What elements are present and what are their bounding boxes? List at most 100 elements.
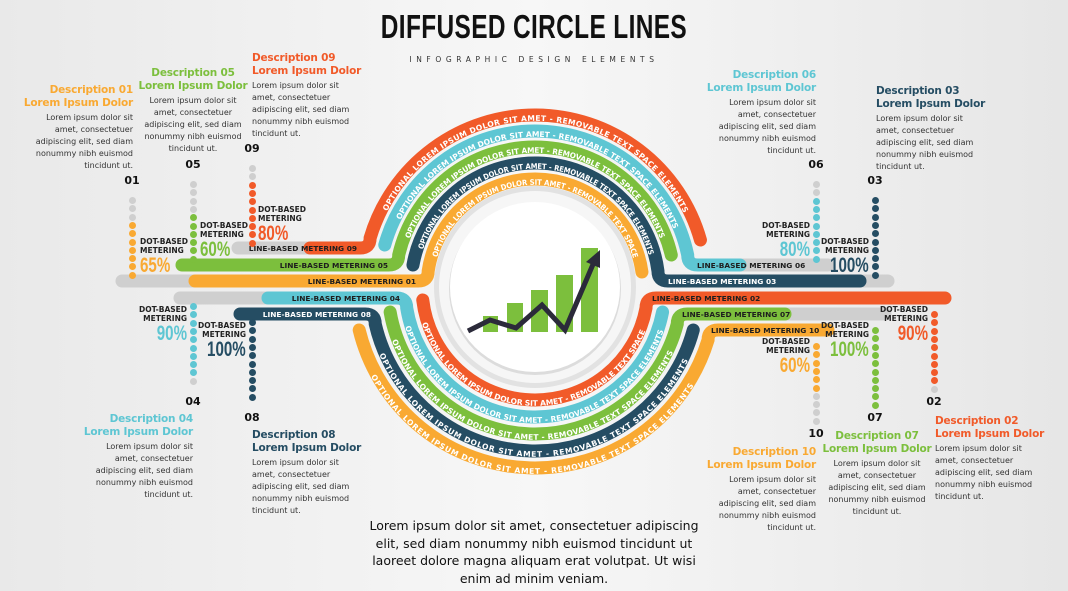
- description-body-line: tincidunt ut.: [84, 161, 133, 170]
- meter-dot: [812, 222, 820, 230]
- meter-dot: [248, 231, 256, 239]
- meter-dot: [812, 255, 820, 263]
- meter-label-line2: METERING: [766, 346, 810, 355]
- description-body-line: adipiscing elit, sed diam: [35, 137, 133, 146]
- meter-dot: [871, 385, 879, 393]
- meter-dot: [189, 181, 197, 188]
- meter-percent-wrap: 65%: [140, 255, 188, 277]
- description-subtitle: Lorem Ipsum Dolor: [83, 426, 193, 438]
- line-meter-label-07: LINE-BASED METERING 07: [682, 310, 790, 319]
- meter-dot: [189, 189, 197, 197]
- description-body-line: Lorem ipsum dolor sit: [729, 98, 816, 107]
- description-body-line: adipiscing elit, sed diam: [876, 138, 974, 147]
- meter-dot: [871, 376, 879, 384]
- description-subtitle: Lorem Ipsum Dolor: [935, 428, 1045, 440]
- meter-dot: [248, 360, 256, 368]
- meter-dot: [248, 377, 256, 385]
- meter-dot: [871, 230, 879, 238]
- description-title: Description 05: [151, 67, 235, 79]
- description-body-line: tincidunt ut.: [935, 492, 984, 501]
- meter-label-line2: METERING: [200, 230, 244, 239]
- meter-dot: [812, 417, 820, 425]
- description-body-line: amet, consectetuer: [737, 487, 816, 496]
- description-body-line: amet, consectetuer: [114, 454, 193, 463]
- meter-dot: [248, 206, 256, 214]
- description-subtitle: Lorem Ipsum Dolor: [706, 459, 816, 471]
- meter-dot: [189, 197, 197, 205]
- description-title: Description 04: [109, 413, 194, 425]
- description-subtitle: Lorem Ipsum Dolor: [252, 442, 362, 454]
- description-body-line: adipiscing elit, sed diam: [252, 482, 350, 491]
- description-body-line: tincidunt ut.: [767, 146, 816, 155]
- description-body-line: tincidunt ut.: [876, 162, 925, 171]
- meter-dot: [930, 369, 938, 377]
- meter-dot: [930, 360, 938, 368]
- meter-dot: [189, 369, 197, 377]
- meter-label-line2: METERING: [140, 246, 184, 255]
- meter-number: 05: [185, 158, 201, 171]
- description-body-line: nonummy nibh euismod: [718, 134, 816, 143]
- description-title: Description 09: [252, 52, 336, 64]
- meter-percent-wrap: 90%: [139, 323, 187, 345]
- meter-dot: [128, 205, 136, 213]
- meter-dot: [248, 189, 256, 197]
- meter-dot: [248, 173, 256, 181]
- description-body-line: nonummy nibh euismod: [252, 494, 350, 503]
- meter-label-line2: METERING: [202, 330, 246, 339]
- meter-percent: 60%: [779, 354, 810, 377]
- description-body-line: nonummy nibh euismod: [144, 132, 242, 141]
- description-body-line: amet, consectetuer: [876, 126, 955, 135]
- meter-dot: [871, 343, 879, 351]
- meter-dot: [930, 319, 938, 327]
- description-title: Description 01: [49, 84, 134, 96]
- description-body-line: nonummy nibh euismod: [828, 495, 926, 504]
- line-meter-label-06: LINE-BASED METERING 06: [697, 261, 805, 270]
- meter-percent: 100%: [830, 254, 869, 277]
- line-meter-label-08: LINE-BASED METERING 08: [263, 310, 371, 319]
- title-text: DIFFUSED CIRCLE LINES: [380, 8, 688, 45]
- description-body-line: amet, consectetuer: [54, 125, 133, 134]
- meter-dot: [812, 359, 820, 367]
- footer-line: laoreet dolore magna aliquam erat volutp…: [372, 553, 696, 568]
- growth-chart-icon: [466, 248, 600, 335]
- description-body-line: adipiscing elit, sed diam: [935, 468, 1033, 477]
- meter-label-line1: DOT-BASED: [200, 221, 248, 230]
- meter-dot: [248, 335, 256, 343]
- meter-percent: 100%: [207, 338, 246, 361]
- meter-dot: [812, 351, 820, 359]
- meter-dot: [871, 263, 879, 271]
- description-subtitle: Lorem Ipsum Dolor: [23, 97, 133, 109]
- meter-dot: [189, 205, 197, 213]
- meter-dot: [930, 377, 938, 385]
- meter-percent-wrap: 60%: [762, 355, 810, 377]
- line-meter-label-01: LINE-BASED METERING 01: [308, 277, 416, 286]
- meter-label-line2: METERING: [143, 314, 187, 323]
- description-body-line: amet, consectetuer: [252, 470, 331, 479]
- meter-dot: [248, 165, 256, 172]
- meter-label-line1: DOT-BASED: [762, 221, 810, 230]
- meter-dot: [930, 327, 938, 335]
- meter-number: 01: [124, 174, 140, 187]
- meter-label-line1: DOT-BASED: [762, 337, 810, 346]
- description-body-line: Lorem ipsum dolor sit: [876, 114, 963, 123]
- meter-dot: [248, 198, 256, 206]
- circle-line-05: [175, 140, 678, 272]
- meter-dot: [189, 255, 197, 263]
- meter-dot: [812, 181, 820, 188]
- meter-dot: [812, 189, 820, 197]
- meter-dot: [128, 230, 136, 238]
- meter-dot: [871, 393, 879, 401]
